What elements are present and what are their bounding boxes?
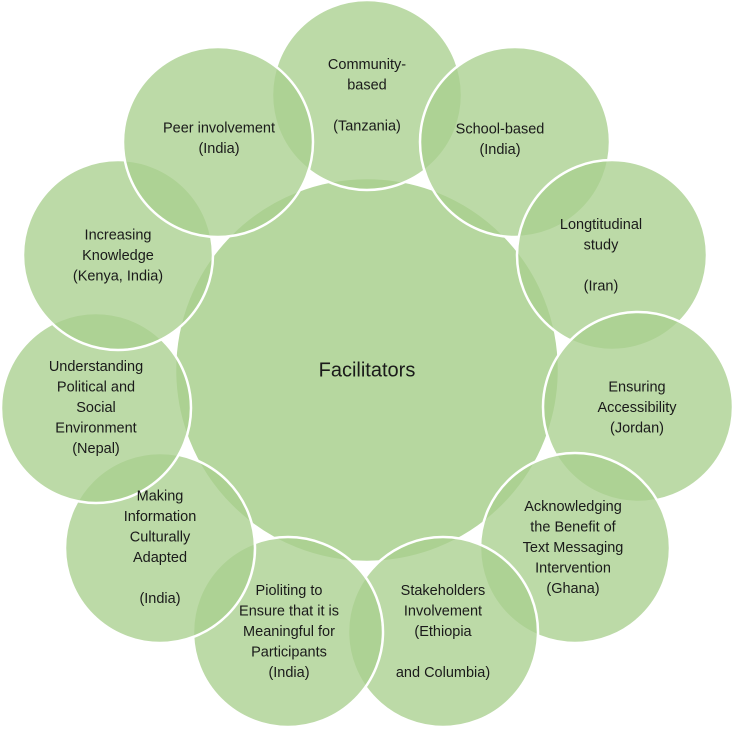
- node-label-line: (Ethiopia: [414, 624, 472, 640]
- node-label-line: Stakeholders: [401, 583, 486, 599]
- node-label-line: and Columbia): [396, 665, 490, 681]
- node-label-line: (Iran): [584, 279, 619, 295]
- node-label-line: Involvement: [404, 603, 482, 619]
- node-label-line: Longtitudinal: [560, 217, 642, 233]
- node-label-line: Information: [124, 509, 197, 525]
- node-label-line: Intervention: [535, 560, 611, 576]
- node-label-line: Increasing: [85, 227, 152, 243]
- node-label-line: Ensuring: [608, 379, 665, 395]
- node-label-line: Adapted: [133, 550, 187, 566]
- node-label-longitudinal: Longtitudinal study (Iran): [560, 217, 642, 295]
- node-label-line: (India): [139, 591, 180, 607]
- node-label-line: (Kenya, India): [73, 268, 163, 284]
- node-label-line: Knowledge: [82, 248, 154, 264]
- node-label-line: (Nepal): [72, 441, 120, 457]
- node-label-line: based: [347, 78, 387, 94]
- node-label-line: (Tanzania): [333, 119, 401, 135]
- node-label-line: (Jordan): [610, 420, 664, 436]
- node-label-line: Ensure that it is: [239, 603, 339, 619]
- node-label-line: the Benefit of: [530, 519, 616, 535]
- center-label: Facilitators: [319, 359, 416, 381]
- node-label-line: Participants: [251, 644, 327, 660]
- labels-layer: Facilitators Community-based (Tanzania) Sc…: [49, 57, 677, 681]
- node-label-peer: Peer involvement (India): [163, 121, 275, 158]
- node-label-line: Acknowledging: [524, 499, 622, 515]
- node-label-line: (India): [479, 142, 520, 158]
- node-label-line: Political and: [57, 379, 135, 395]
- node-circle-peer: [121, 45, 315, 239]
- node-label-line: Understanding: [49, 359, 143, 375]
- node-label-line: Culturally: [130, 530, 191, 546]
- node-label-text-messaging: Acknowledging the Benefit of Text Messagin…: [523, 499, 624, 597]
- node-label-line: Meaningful for: [243, 624, 335, 640]
- node-label-line: Social: [76, 400, 116, 416]
- node-label-community: Community-based (Tanzania): [328, 57, 406, 135]
- node-label-line: Pioliting to: [256, 583, 323, 599]
- node-label-line: Making: [137, 489, 184, 505]
- node-label-line: Environment: [55, 420, 136, 436]
- node-label-line: Community-: [328, 57, 406, 73]
- node-label-line: Peer involvement: [163, 121, 275, 137]
- node-label-line: Text Messaging: [523, 540, 624, 556]
- node-label-piloting: Pioliting to Ensure that it is Meaningful …: [239, 583, 339, 681]
- node-label-line: (India): [198, 141, 239, 157]
- node-label-line: (Ghana): [546, 581, 599, 597]
- node-label-school: School-based (India): [456, 122, 545, 159]
- node-label-line: (India): [268, 665, 309, 681]
- node-label-line: Accessibility: [598, 400, 678, 416]
- node-label-line: School-based: [456, 122, 545, 138]
- node-label-line: study: [584, 238, 619, 254]
